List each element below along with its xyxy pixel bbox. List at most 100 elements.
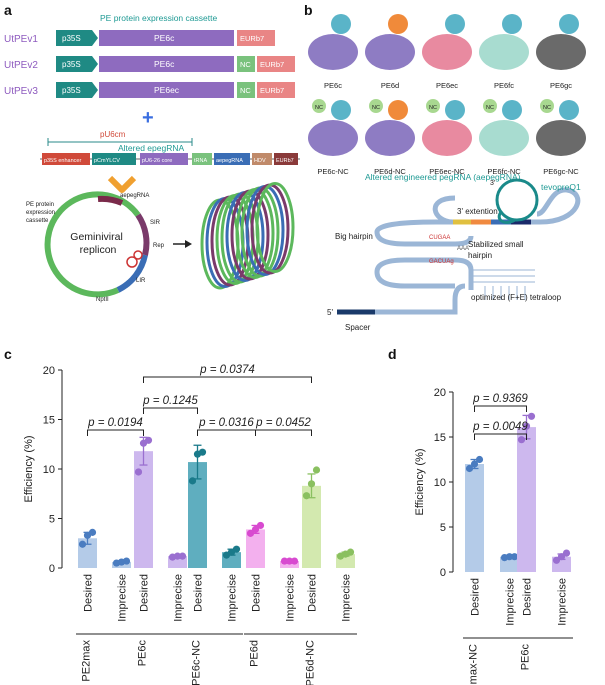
- group-label: PE6d: [249, 640, 261, 667]
- editor-name: PE6fc-NC: [487, 167, 521, 176]
- editor-block: [99, 30, 234, 46]
- replicon-ring: [255, 182, 295, 273]
- y-tick-label: 5: [49, 514, 55, 526]
- seq-loop: AAA: [457, 246, 469, 252]
- editor-name: PE6ec-NC: [429, 167, 465, 176]
- editor-name: PE6gc-NC: [543, 167, 579, 176]
- epegrna-part-label: EURb7: [276, 158, 294, 164]
- nc-label: NC: [240, 60, 251, 69]
- category-label: Imprecise: [505, 578, 517, 626]
- label-aepegrna: aepegRNA: [120, 193, 149, 199]
- significance-bracket: [255, 429, 312, 436]
- p-value-label: p = 0.0374: [199, 364, 255, 376]
- construct-name: UtPEv3: [4, 86, 38, 97]
- epegrna-part: [192, 153, 212, 165]
- panel-label-c: c: [4, 346, 12, 362]
- editor-name: PE6ec: [436, 81, 458, 90]
- cas9-body: [422, 120, 472, 156]
- cas9-body: [536, 120, 586, 156]
- y-axis-label: Efficiency (%): [414, 448, 426, 515]
- nc-block: [237, 56, 255, 72]
- rt-domain: [388, 14, 408, 34]
- cas9-body: [365, 120, 415, 156]
- epegrna-part: [140, 153, 188, 165]
- extension-label: 3' extention: [457, 207, 498, 216]
- rt-domain: [445, 14, 465, 34]
- plasmid-center-line1: Geminiviral: [70, 231, 123, 243]
- bar: [134, 451, 153, 568]
- category-label: Desired: [139, 574, 151, 612]
- aepegrna-structure: [337, 178, 581, 315]
- p-value-label: p = 0.9369: [472, 393, 528, 405]
- svg-text:Geminiviral replicon: Geminiviral replicon: [70, 231, 125, 256]
- p-value-label: p = 0.1245: [142, 395, 198, 407]
- category-label: Imprecise: [285, 574, 297, 622]
- editor-PE6ec: PE6ec: [422, 14, 472, 90]
- promoter-label: p35S: [62, 60, 81, 69]
- cas9-body: [308, 120, 358, 156]
- editor-block: [99, 56, 234, 72]
- editor-name: PE6c-NC: [317, 167, 349, 176]
- editor-PE6gc: PE6gc: [536, 14, 586, 90]
- rt-domain: [388, 100, 408, 120]
- epegrna-part: [274, 153, 298, 165]
- data-point: [256, 521, 265, 530]
- group-label: PE2max: [81, 640, 93, 682]
- terminator-label: EURb7: [260, 86, 284, 95]
- y-axis-label: Efficiency (%): [23, 435, 35, 502]
- data-point: [246, 529, 255, 537]
- data-point: [552, 556, 561, 564]
- epegrna-part-label: p35S enhancer: [44, 158, 81, 164]
- category-label: Imprecise: [341, 574, 353, 622]
- data-point: [505, 553, 514, 561]
- data-point: [510, 553, 519, 561]
- rt-domain: [445, 100, 465, 120]
- nc-domain: [426, 99, 440, 113]
- panel-label-d: d: [388, 346, 397, 362]
- significance-bracket: [197, 429, 256, 436]
- significance-bracket: [87, 429, 144, 436]
- data-point: [188, 477, 197, 485]
- editor-label: PE6c: [154, 33, 175, 43]
- data-point: [78, 540, 87, 548]
- data-point: [312, 466, 321, 474]
- y-tick-label: 20: [434, 387, 446, 399]
- editor-name: PE6fc: [494, 81, 514, 90]
- data-point: [290, 557, 299, 565]
- epegrna-part: [252, 153, 272, 165]
- y-tick-label: 15: [43, 415, 55, 427]
- promoter-arrow: [56, 56, 98, 72]
- epegrna-title: Altered epegRNA: [118, 143, 184, 153]
- nc-domain: [540, 99, 554, 113]
- category-label: Imprecise: [227, 574, 239, 622]
- y-tick-label: 0: [49, 563, 55, 575]
- big-hairpin-label: Big hairpin: [335, 232, 373, 241]
- terminator-block: [257, 82, 295, 98]
- significance-bracket: [143, 407, 198, 414]
- bar: [246, 529, 265, 568]
- terminator-block: [237, 30, 275, 46]
- tetraloop-label: optimized (F+E) tetraloop: [471, 293, 562, 302]
- data-point: [144, 436, 153, 444]
- rt-domain: [502, 100, 522, 120]
- data-point: [470, 460, 479, 468]
- bar: [517, 427, 536, 572]
- data-point: [88, 528, 97, 536]
- data-point: [562, 549, 571, 557]
- rt-domain: [331, 14, 351, 34]
- category-label: Desired: [193, 574, 205, 612]
- data-point: [178, 552, 187, 560]
- promoter-arrow: [56, 30, 98, 46]
- epegrna-part: [214, 153, 250, 165]
- terminator-label: EURb7: [260, 60, 284, 69]
- rt-domain: [331, 100, 351, 120]
- down-chevron-icon: [107, 175, 137, 193]
- svg-text:Stabilized small hairpin: Stabilized small hairpin: [468, 240, 526, 260]
- epegrna-part-label: pCmYLCV: [94, 158, 120, 164]
- cas9-body: [479, 120, 529, 156]
- p-value-label: p = 0.0452: [255, 417, 311, 429]
- plasmid-center-line2: replicon: [80, 244, 117, 256]
